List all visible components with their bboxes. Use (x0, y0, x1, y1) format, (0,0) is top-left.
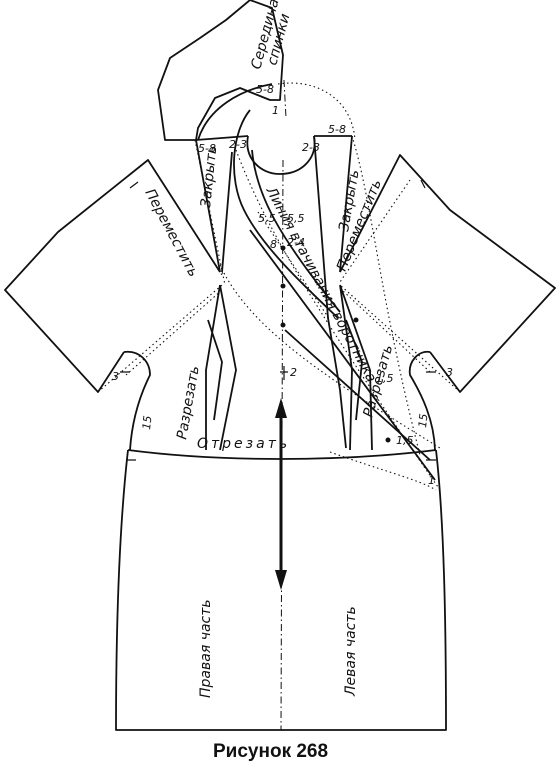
m-15-b: 15 (416, 413, 430, 428)
label-cut-left: Разрезать (174, 365, 203, 441)
right-sleeve (339, 154, 556, 393)
m-2-4: 2-4 (287, 236, 305, 249)
point-marker (280, 245, 286, 251)
point-marker (385, 437, 391, 443)
m-8: 8 (270, 238, 277, 251)
figure-caption: Рисунок 268 (213, 741, 328, 762)
tick-marks (120, 179, 436, 461)
left-sleeve (4, 159, 221, 393)
right-front-edge (313, 135, 347, 449)
diagonal-line-1 (284, 329, 431, 461)
m-2-3-b: 2-3 (302, 141, 320, 154)
label-left-part: Левая часть (343, 606, 359, 697)
m-1-5-b: 1,5 (376, 372, 394, 385)
point-marker (353, 317, 359, 323)
left-underarm (123, 350, 151, 451)
point-marker (280, 322, 286, 328)
label-move-left: Переместить (141, 186, 201, 279)
back-neck-dotted (277, 82, 356, 141)
arrow-head-down (275, 570, 287, 590)
point-marker (280, 283, 286, 289)
dotted-collar-1 (235, 149, 441, 491)
m-5-5-b: 5,5 (287, 212, 305, 225)
label-cut-off: Отрезать (197, 436, 290, 452)
label-close-left: Закрыть (198, 145, 220, 209)
m-2: 2 (290, 366, 297, 379)
dotted-right-4 (341, 289, 431, 373)
dotted-neck-link (257, 211, 331, 321)
dotted-left-4 (125, 289, 223, 376)
m-1-a: 1 (272, 104, 279, 117)
right-dart (339, 284, 373, 451)
skirt-outline (115, 449, 447, 731)
m-5-8-c: 5-8 (328, 123, 346, 136)
m-15-a: 15 (140, 415, 154, 430)
dotted-collar-2 (219, 264, 441, 449)
left-dart (205, 284, 237, 451)
diagonal-line-2 (249, 229, 436, 481)
m-5-5-a: 5,5 (258, 212, 276, 225)
label-right-part: Правая часть (198, 599, 214, 698)
collar-curve-1 (233, 109, 339, 319)
neck-shoulder-left (195, 135, 249, 141)
collar-curve-2 (251, 149, 341, 313)
arrow-head-up (275, 398, 287, 418)
m-3-a: 3 (112, 370, 119, 383)
m-5-8-b: 5-8 (198, 142, 216, 155)
back-piece-outline (157, 0, 284, 141)
dotted-right-5 (351, 135, 421, 456)
m-2-3-a: 2-3 (229, 138, 247, 151)
back-center-dashed (283, 79, 287, 119)
right-shoulder-edge (339, 135, 353, 273)
left-stand-line (221, 151, 233, 273)
neckline (246, 135, 316, 175)
back-neck-curve (197, 83, 273, 141)
right-underarm (408, 350, 436, 451)
dotted-left-2 (147, 159, 223, 276)
m-1-b: 1 (428, 474, 435, 487)
m-3-b: 3 (446, 366, 453, 379)
m-1-5-a: 1,5 (396, 434, 414, 447)
m-5-8-a: 5-8 (256, 83, 274, 96)
center-front-dashed (280, 159, 284, 731)
dotted-left-3 (97, 284, 223, 393)
